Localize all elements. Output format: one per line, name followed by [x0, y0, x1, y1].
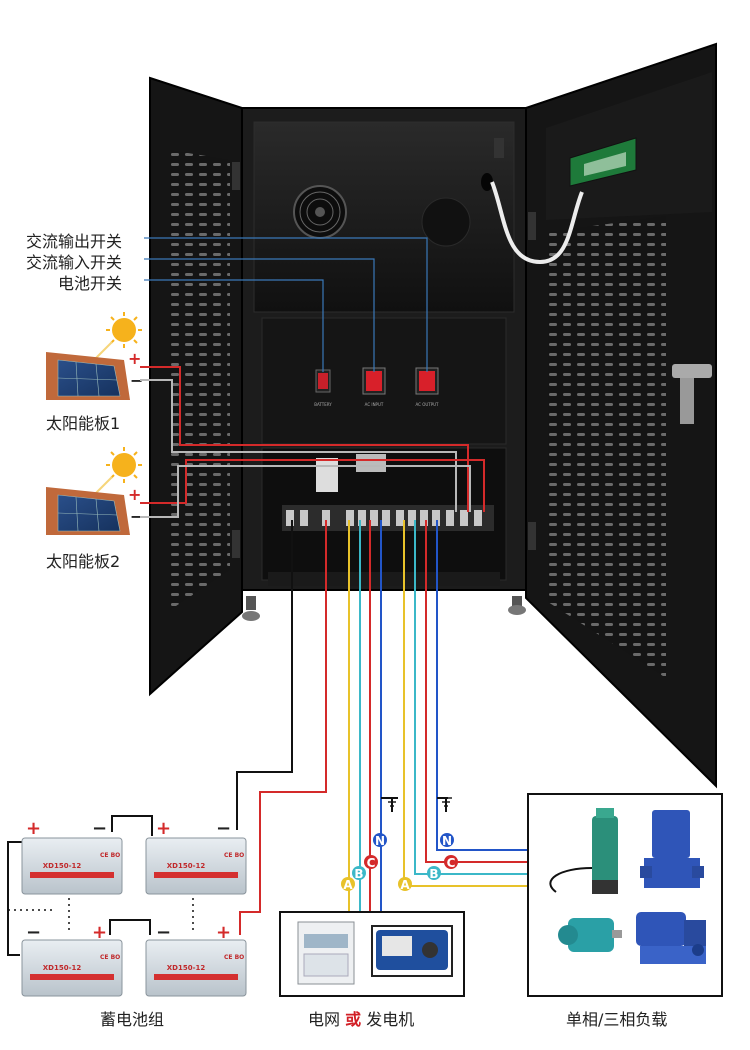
battery-3-minus: − — [26, 922, 41, 943]
grid-generator-label: 电网 或 发电机 — [308, 1006, 414, 1030]
battery-2 — [145, 837, 247, 895]
battery-1 — [21, 837, 123, 895]
sun-icon — [112, 318, 136, 342]
grid-generator-box — [279, 911, 465, 997]
distribution-box — [297, 921, 355, 985]
switch-leader-lines — [144, 237, 428, 372]
battery-3 — [21, 939, 123, 997]
battery-4-brand: CE BO — [224, 954, 244, 961]
battery-2-plus: + — [156, 818, 171, 839]
grid-label: 电网 — [308, 1010, 341, 1029]
battery-4-minus: − — [156, 922, 171, 943]
submersible-pump — [549, 808, 618, 894]
generator-label: 发电机 — [366, 1010, 415, 1029]
battery-switch-label: 电池开关 — [58, 274, 123, 293]
battery-3-brand: CE BO — [100, 954, 120, 961]
or-label: 或 — [345, 1010, 362, 1029]
phase-badges-grid — [341, 833, 387, 891]
phase-c-grid: C — [367, 856, 376, 870]
battery-2-model: XD150-12 — [167, 862, 206, 870]
battery-bank — [21, 837, 247, 997]
battery-wires — [7, 520, 327, 956]
phase-a-grid: A — [343, 878, 353, 892]
solar-panel-1-label: 太阳能板1 — [46, 414, 121, 433]
panel-tag-ac-input: AC INPUT — [365, 402, 384, 407]
battery-3-model: XD150-12 — [43, 964, 82, 972]
battery-1-brand: CE BO — [100, 852, 120, 859]
battery-4-plus: + — [216, 922, 231, 943]
phase-n-load: N — [442, 834, 452, 848]
solar-2-plus-sign: + — [128, 485, 141, 504]
solar-1-plus-sign: + — [128, 349, 141, 368]
generator-unit — [371, 925, 453, 977]
battery-bank-label: 蓄电池组 — [100, 1010, 165, 1029]
battery-1-minus: − — [92, 818, 107, 839]
solar-1-minus-sign: − — [130, 371, 143, 390]
cooling-fan — [293, 185, 347, 239]
phase-b-load: B — [429, 867, 438, 881]
phase-a-load: A — [400, 878, 410, 892]
panel-tag-ac-output: AC OUTPUT — [415, 402, 439, 407]
phase-c-load: C — [447, 856, 456, 870]
ac-input-switch-label: 交流输入开关 — [26, 253, 123, 272]
battery-1-model: XD150-12 — [43, 862, 82, 870]
vertical-pump — [640, 810, 704, 888]
battery-switch — [315, 369, 331, 393]
solar-panel-1 — [46, 312, 142, 400]
inverter-cabinet: BATTERY AC INPUT AC OUTPUT — [149, 42, 717, 789]
terminal-block — [282, 454, 494, 531]
load-box — [527, 793, 723, 997]
ground-symbol-load — [437, 797, 452, 812]
ground-symbol-grid — [386, 797, 398, 812]
electric-motor — [558, 918, 622, 952]
lcd-control-board — [569, 137, 637, 187]
battery-4-model: XD150-12 — [167, 964, 206, 972]
battery-1-plus: + — [26, 818, 41, 839]
solar-2-minus-sign: − — [130, 507, 143, 526]
battery-2-brand: CE BO — [224, 852, 244, 859]
ac-input-switch — [362, 367, 386, 395]
door-handle — [672, 364, 712, 424]
horizontal-pump — [636, 912, 706, 964]
phase-b-grid: B — [354, 867, 363, 881]
solar-panel-2-label: 太阳能板2 — [46, 552, 121, 571]
phase-badges-load — [398, 833, 458, 891]
load-label: 单相/三相负载 — [566, 1010, 668, 1029]
pv-wires — [140, 366, 485, 518]
solar-panel-2 — [46, 447, 142, 535]
phase-n-grid: N — [375, 834, 385, 848]
battery-4 — [145, 939, 247, 997]
panel-tag-battery: BATTERY — [314, 402, 332, 407]
battery-dotted-links — [8, 898, 194, 930]
battery-3-plus: + — [92, 922, 107, 943]
ac-output-switch-label: 交流输出开关 — [26, 232, 123, 251]
sun-icon — [112, 453, 136, 477]
battery-2-minus: − — [216, 818, 231, 839]
